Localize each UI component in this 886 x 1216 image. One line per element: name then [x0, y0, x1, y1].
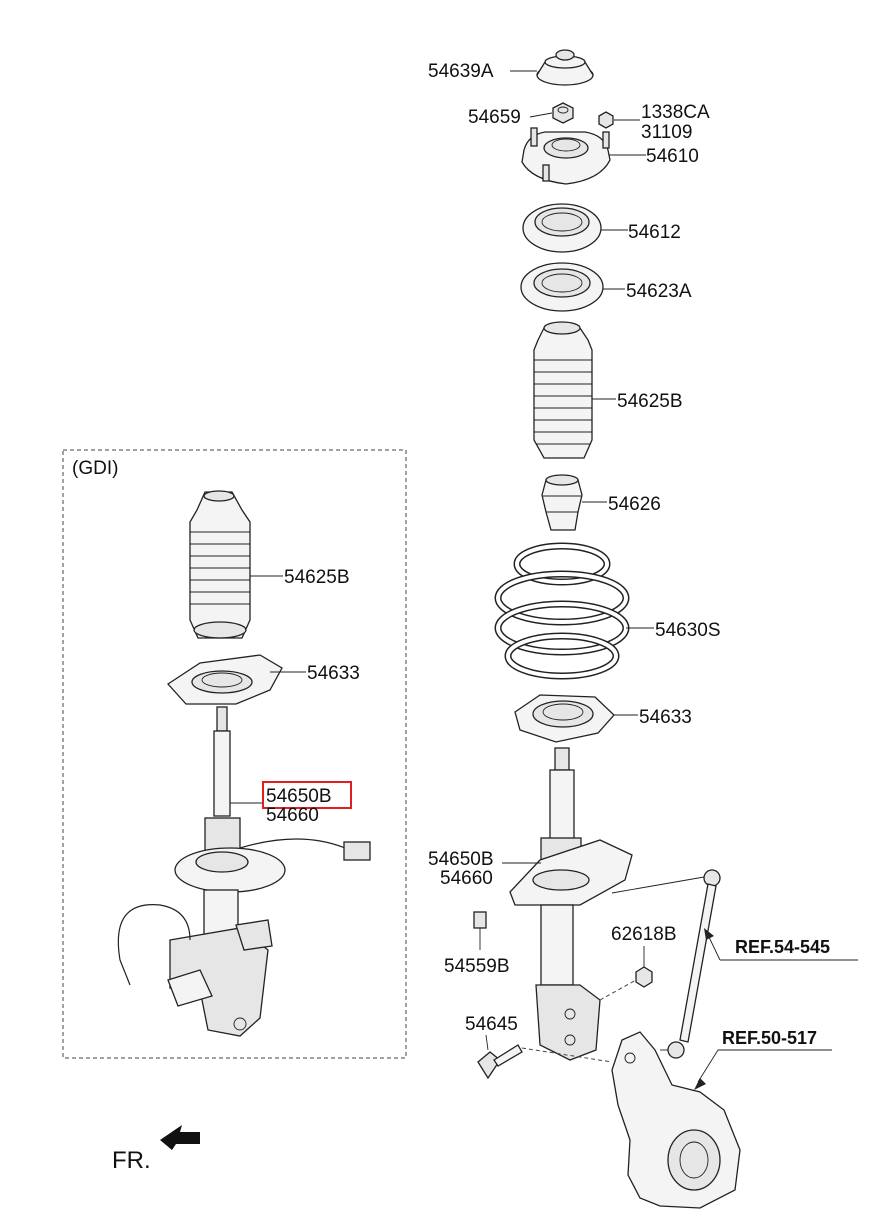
steering-knuckle[interactable]	[611, 1031, 741, 1209]
part-54626-bumper[interactable]	[541, 474, 583, 531]
ref-54-545-arrow	[704, 928, 858, 961]
label-62618B: 62618B	[611, 924, 677, 945]
front-direction-label: FR.	[112, 1147, 151, 1174]
gdi-group-label: (GDI)	[72, 458, 118, 479]
part-54559B-clip[interactable]	[473, 911, 487, 929]
label-54610: 54610	[646, 146, 699, 167]
label-54650B-right: 54650B	[428, 849, 494, 870]
gdi-group-box	[62, 449, 407, 1059]
label-1338CA: 1338CA	[641, 102, 710, 123]
label-54650B-left: 54650B	[266, 786, 332, 807]
part-54625B-boot-right[interactable]	[533, 321, 593, 459]
part-54650B-strut-left[interactable]	[117, 706, 371, 1037]
label-54659: 54659	[468, 107, 521, 128]
part-54645-bolt[interactable]	[477, 1044, 523, 1080]
leader-54659	[529, 112, 553, 118]
label-54633-right: 54633	[639, 707, 692, 728]
part-54623A-seat[interactable]	[520, 262, 604, 312]
highlight-54650B	[262, 781, 352, 809]
label-54639A: 54639A	[428, 61, 494, 82]
leader-knuckle-dash	[599, 979, 637, 1001]
label-54626: 54626	[608, 494, 661, 515]
ref-50-517-label[interactable]: REF.50-517	[722, 1028, 817, 1048]
part-54633-seat-right[interactable]	[514, 694, 615, 743]
part-54612-bearing[interactable]	[522, 203, 602, 253]
part-54639A[interactable]	[536, 49, 594, 86]
part-1338CA-nut[interactable]	[598, 111, 614, 129]
label-54625B-left: 54625B	[284, 567, 350, 588]
part-54610-mount[interactable]	[521, 127, 611, 185]
part-54630S-spring[interactable]	[494, 542, 630, 680]
label-54623A: 54623A	[626, 281, 692, 302]
label-54645: 54645	[465, 1014, 518, 1035]
part-54659-nut[interactable]	[552, 102, 574, 124]
part-54625B-boot-left[interactable]	[189, 490, 251, 639]
label-54660-left: 54660	[266, 805, 319, 826]
part-62618B-nut[interactable]	[635, 966, 653, 988]
label-31109: 31109	[641, 122, 692, 143]
stabilizer-link[interactable]	[611, 869, 721, 1059]
label-54625B-right: 54625B	[617, 391, 683, 412]
ref-54-545-label[interactable]: REF.54-545	[735, 937, 830, 957]
front-direction-arrow	[160, 1125, 200, 1150]
label-54660-right: 54660	[440, 868, 493, 889]
label-54630S: 54630S	[655, 620, 721, 641]
label-54559B: 54559B	[444, 956, 510, 977]
part-54633-seat-left[interactable]	[167, 654, 283, 705]
leader-54645	[485, 1034, 489, 1051]
ref-50-517-arrow	[694, 1049, 832, 1090]
label-54633-left: 54633	[307, 663, 360, 684]
label-54612: 54612	[628, 222, 681, 243]
leader-bolt-dash	[521, 1047, 613, 1063]
part-54650B-strut-right[interactable]	[509, 747, 633, 1061]
